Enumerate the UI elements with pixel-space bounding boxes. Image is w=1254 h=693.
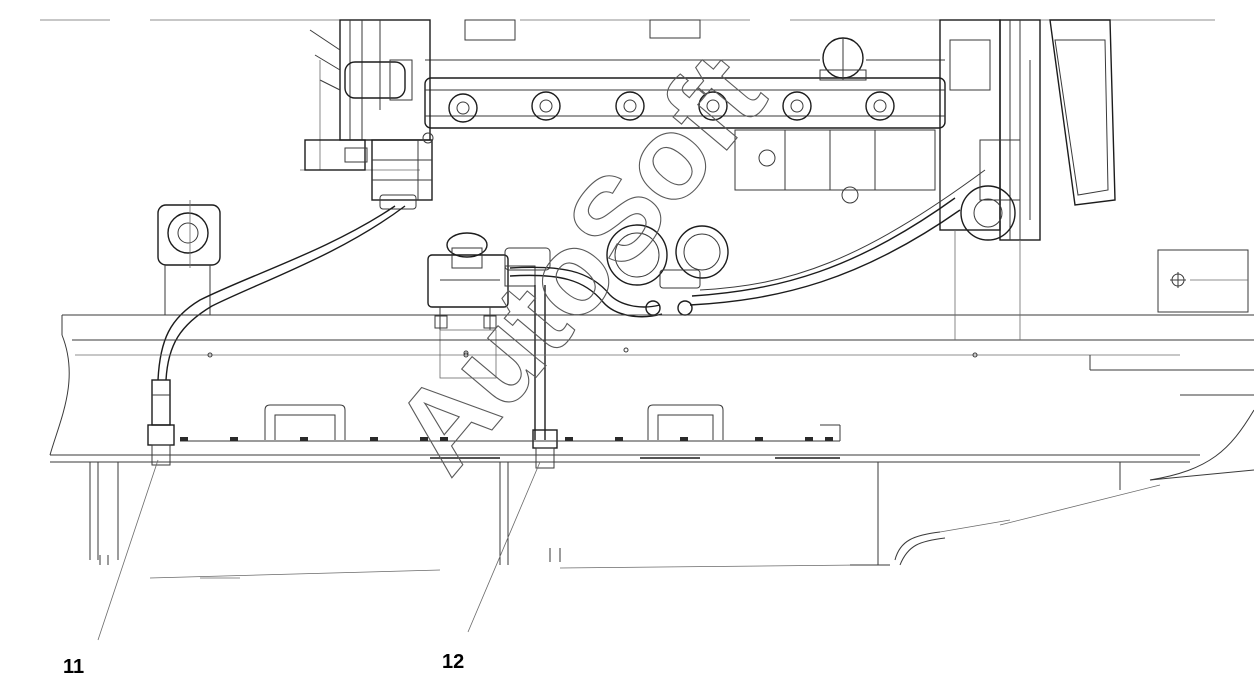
timing-fan-housing: [734, 19, 1116, 241]
fuel-filter-regulator: [427, 232, 551, 379]
left-mount-bracket: [157, 200, 221, 315]
fuel-pump-assembly: [300, 19, 434, 210]
watermark-text: AutoSoft: [369, 30, 790, 496]
callout-leaders: [97, 459, 541, 641]
engine-manifold: [424, 19, 946, 129]
watermark: AutoSoft: [368, 30, 790, 497]
fuel-gauge-pair: [606, 224, 729, 316]
right-mount-bracket: [1157, 249, 1249, 313]
chassis-frame: [49, 230, 1254, 579]
callout-label-12: 12: [442, 651, 465, 673]
fuel-hoses: [147, 169, 986, 469]
callout-label-11: 11: [63, 656, 85, 678]
